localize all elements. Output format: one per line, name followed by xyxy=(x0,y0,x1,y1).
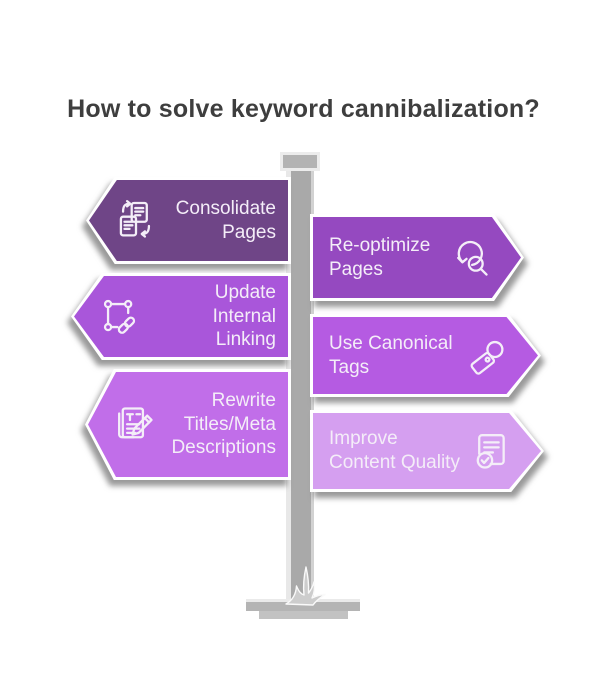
rewrite-doc-icon xyxy=(112,402,158,448)
sign-label: Consolidate Pages xyxy=(175,197,276,243)
sign-rewrite-titles-meta: Rewrite Titles/Meta Descriptions xyxy=(85,369,291,480)
sign-update-internal-linking: Update Internal Linking xyxy=(71,273,291,360)
sign-label: Update Internal Linking xyxy=(212,282,276,351)
document-check-icon xyxy=(467,428,513,474)
sign-label: Re-optimize Pages xyxy=(329,234,431,280)
merge-pages-icon xyxy=(113,198,159,244)
signpost-base-foot xyxy=(259,611,348,619)
page-title: How to solve keyword cannibalization? xyxy=(67,95,540,123)
refresh-search-icon xyxy=(447,235,493,281)
sign-reoptimize-pages: Re-optimize Pages xyxy=(310,214,524,301)
selection-link-icon xyxy=(98,294,144,340)
canonical-tag-icon xyxy=(464,333,510,379)
sign-label: Use Canonical Tags xyxy=(329,332,453,378)
sign-consolidate-pages: Consolidate Pages xyxy=(86,177,291,264)
sign-label: Improve Content Quality xyxy=(329,428,460,473)
sign-use-canonical-tags: Use Canonical Tags xyxy=(310,314,541,397)
sign-label: Rewrite Titles/Meta Descriptions xyxy=(171,390,276,459)
signpost-pole-cap xyxy=(280,152,320,171)
sign-improve-content-quality: Improve Content Quality xyxy=(310,410,544,492)
grass-tuft xyxy=(285,566,326,606)
